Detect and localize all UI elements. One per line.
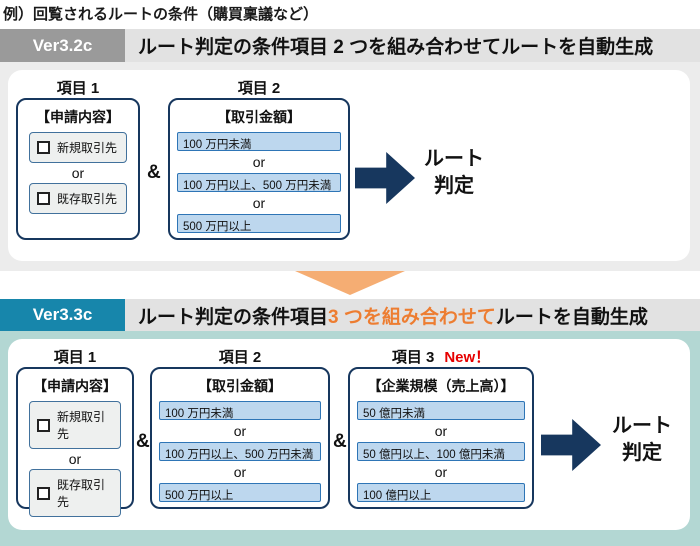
v33-version-badge: Ver3.3c [0,299,125,331]
v33-title-suffix: ルートを自動生成 [495,306,648,328]
v32-item1-option-existing-label: 既存取引先 [57,192,118,206]
v32-item1-option-existing: 既存取引先 [29,183,127,214]
v32-panel: 項目 1 【申請内容】 新規取引先 or 既存取引先 & 項目 2 [8,70,690,261]
v32-header: Ver3.2c ルート判定の条件項目 2 つを組み合わせてルートを自動生成 [0,29,700,62]
or-label: or [434,464,448,480]
v32-section: 項目 1 【申請内容】 新規取引先 or 既存取引先 & 項目 2 [0,62,700,271]
v32-section-title-text: ルート判定の条件項目 2 つを組み合わせてルートを自動生成 [138,37,654,58]
v33-scale-range-3: 100 億円以上 [357,483,525,502]
or-label: or [233,464,247,480]
v33-amount-range-3: 500 万円以上 [159,483,321,502]
checkbox-icon [37,141,50,154]
new-badge: New！ [444,348,491,366]
v33-item1-option-new: 新規取引先 [29,401,121,449]
v33-item3-label-text: 項目 3 [391,348,435,366]
v32-amount-range-2: 100 万円以上、500 万円未満 [177,173,341,192]
v32-version-badge: Ver3.2c [0,29,125,62]
v32-item1-label: 項目 1 [56,79,100,97]
v33-amount-range-2: 100 万円以上、500 万円未満 [159,442,321,461]
arrow-right-icon [355,152,415,204]
v33-header: Ver3.3c ルート判定の条件項目 3 つを組み合わせて ルートを自動生成 [0,299,700,331]
arrow-right-icon [541,419,601,471]
v33-item3-heading: 【企業規模（売上高）】 [367,378,515,394]
v33-item2-group: 項目 2 【取引金額】 100 万円未満 or 100 万円以上、500 万円未… [150,345,330,509]
arrow-down-icon [295,271,405,295]
route-result-line2: 判定 [434,175,474,197]
v32-item2-label: 項目 2 [237,79,281,97]
v33-title-prefix: ルート判定の条件項目 [138,306,329,328]
checkbox-icon [37,192,50,205]
or-label: or [434,423,448,439]
v33-item3-group: 項目 3 New！ 【企業規模（売上高）】 50 億円未満 or 50 億円以上… [348,345,534,509]
v33-item2-heading: 【取引金額】 [198,378,282,394]
v33-scale-range-2: 50 億円以上、100 億円未満 [357,442,525,461]
v33-amount-range-1: 100 万円未満 [159,401,321,420]
v32-route-result: ルート 判定 [414,146,494,200]
v33-item1-label: 項目 1 [53,348,97,366]
v33-item3-box: 【企業規模（売上高）】 50 億円未満 or 50 億円以上、100 億円未満 … [348,367,534,509]
v33-item1-box: 【申請内容】 新規取引先 or 既存取引先 [16,367,134,517]
v33-item2-label: 項目 2 [218,348,262,366]
v32-amount-range-3: 500 万円以上 [177,214,341,233]
or-label: or [71,165,85,181]
route-result-line1: ルート [424,148,484,170]
v33-item1-heading: 【申請内容】 [33,378,117,394]
v33-section-title: ルート判定の条件項目 3 つを組み合わせて ルートを自動生成 [125,299,700,331]
route-result-line2: 判定 [622,442,662,464]
v32-amount-range-1: 100 万円未満 [177,132,341,151]
v33-item1-option-existing-label: 既存取引先 [57,478,106,509]
route-result-line1: ルート [612,415,672,437]
v32-item1-box: 【申請内容】 新規取引先 or 既存取引先 [16,98,140,240]
v33-title-highlight: 3 つを組み合わせて [328,306,496,328]
or-label: or [68,451,82,467]
v33-item2-box: 【取引金額】 100 万円未満 or 100 万円以上、500 万円未満 or … [150,367,330,509]
or-label: or [233,423,247,439]
v33-item1-option-new-label: 新規取引先 [57,410,106,441]
v32-item2-heading: 【取引金額】 [217,109,301,125]
v32-item1-group: 項目 1 【申請内容】 新規取引先 or 既存取引先 [16,76,140,240]
v32-item2-group: 項目 2 【取引金額】 100 万円未満 or 100 万円以上、500 万円未… [168,76,350,240]
v33-item3-label: 項目 3 New！ [348,345,534,367]
v32-section-title: ルート判定の条件項目 2 つを組み合わせてルートを自動生成 [125,29,700,62]
and-operator: & [147,162,161,183]
v33-panel: 項目 1 【申請内容】 新規取引先 or 既存取引先 & 項目 2 [8,339,690,530]
v32-item1-option-new: 新規取引先 [29,132,127,163]
v32-item2-box: 【取引金額】 100 万円未満 or 100 万円以上、500 万円未満 or … [168,98,350,240]
checkbox-icon [37,486,50,500]
v32-item1-option-new-label: 新規取引先 [57,141,118,155]
or-label: or [252,195,266,211]
v33-route-result: ルート 判定 [602,413,682,467]
v33-item1-option-existing: 既存取引先 [29,469,121,517]
v33-item1-group: 項目 1 【申請内容】 新規取引先 or 既存取引先 [16,345,134,517]
v33-scale-range-1: 50 億円未満 [357,401,525,420]
v33-section: 項目 1 【申請内容】 新規取引先 or 既存取引先 & 項目 2 [0,331,700,546]
checkbox-icon [37,418,50,432]
and-operator: & [333,431,347,452]
page-title: 例）回覧されるルートの条件（購買稟議など） [3,6,319,23]
or-label: or [252,154,266,170]
v32-item1-heading: 【申請内容】 [36,109,120,125]
and-operator: & [136,431,150,452]
